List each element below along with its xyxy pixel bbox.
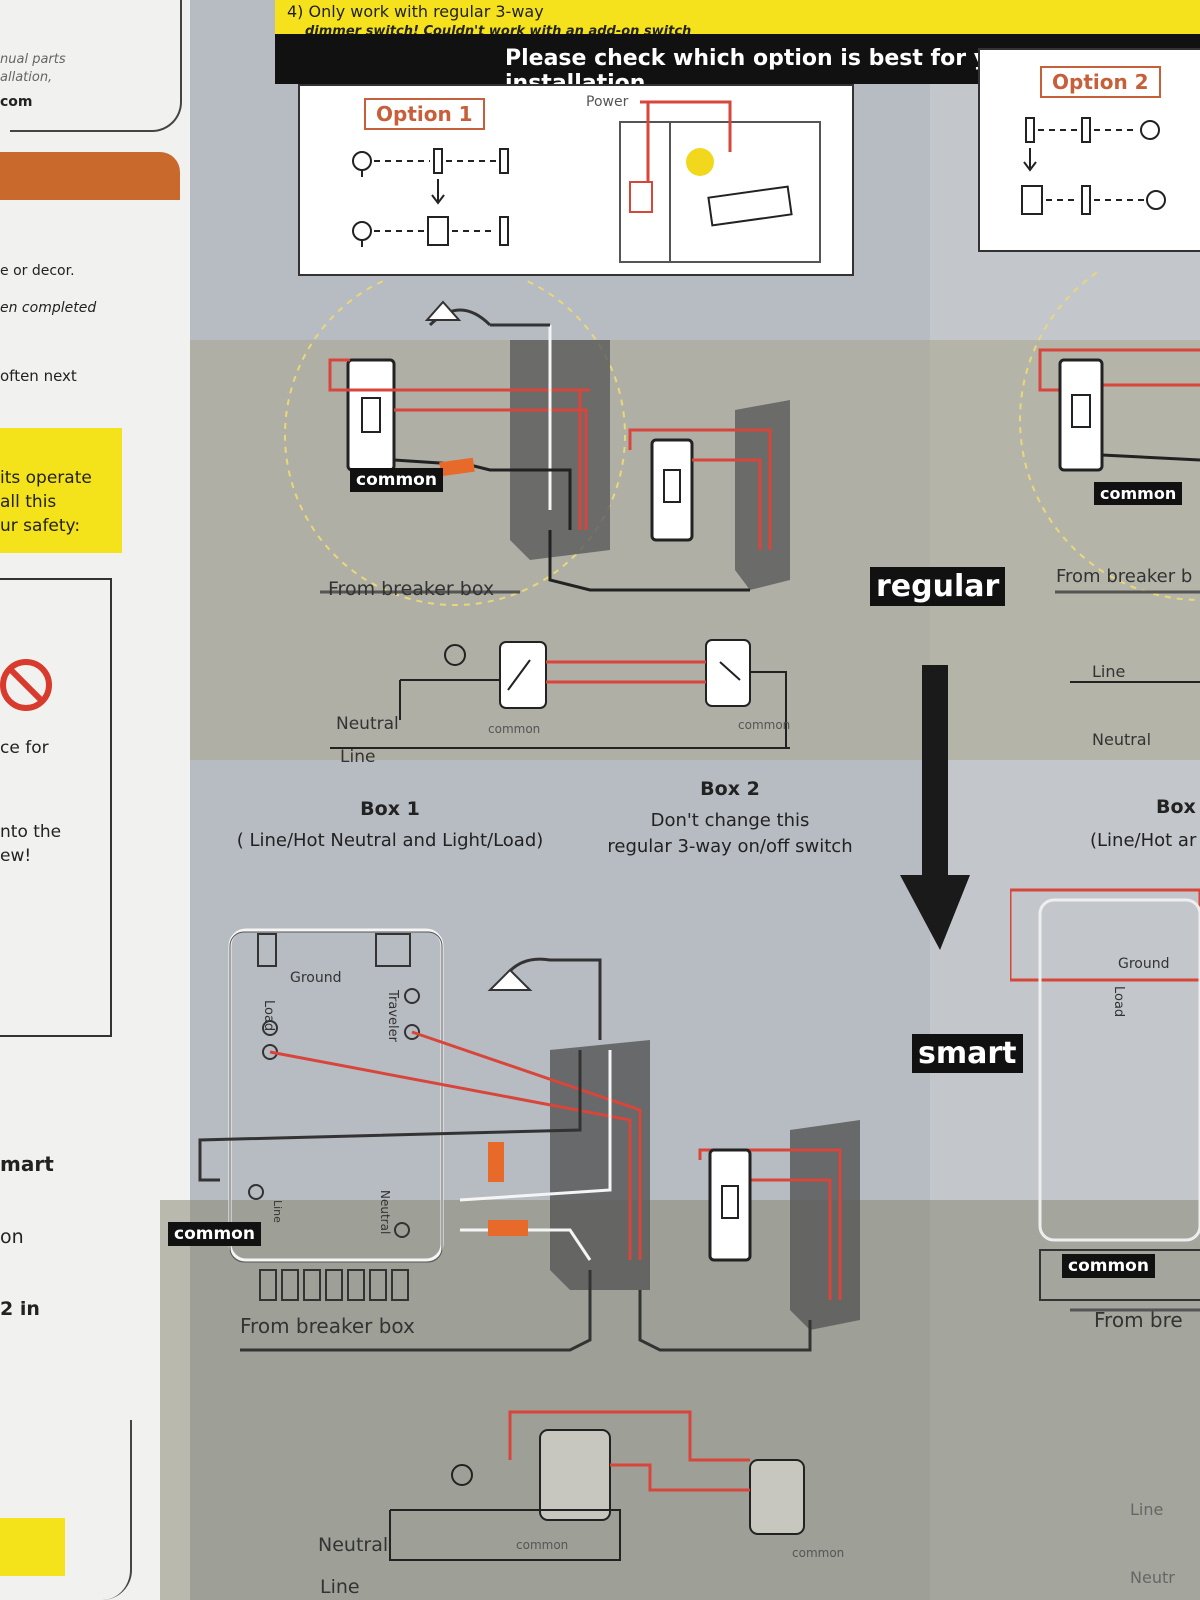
option1-card[interactable]: Option 1 Power [298, 84, 854, 276]
left-line: ur safety: [0, 516, 81, 536]
down-arrow-icon [900, 665, 970, 950]
smart-common-small: common [792, 1546, 845, 1560]
box1-title: Box 1 [360, 798, 420, 820]
note-text: 4) Only work with regular 3-way [287, 2, 544, 21]
smart-neutral-label: Neutral [318, 1534, 389, 1556]
option1-label: Option 1 [364, 98, 485, 130]
smart-breaker-label: From breaker box [240, 1314, 415, 1338]
right-breaker-label-bottom: From bre [1094, 1308, 1183, 1332]
option1-room-illustration [619, 100, 821, 263]
left-yellow-callout [0, 428, 122, 553]
shadow-band-bottom [160, 1200, 1200, 1600]
option2-label: Option 2 [1040, 66, 1161, 98]
left-line: e or decor. [0, 263, 75, 279]
common-label-small: common [488, 722, 541, 736]
smart-common-small: common [516, 1538, 569, 1552]
left-line: ew! [0, 846, 32, 866]
left-line: nual parts [0, 52, 66, 67]
line-label: Line [340, 747, 376, 767]
box2-title: Box 2 [700, 778, 760, 800]
right-line-label: Line [1092, 662, 1126, 681]
box2-subtitle-2: regular 3-way on/off switch [607, 836, 853, 857]
regular-wiring-diagram [284, 280, 790, 749]
smart-tag: smart [912, 1034, 1023, 1073]
left-line: all this [0, 492, 57, 512]
left-yellow-marker [0, 1518, 65, 1576]
left-line: often next [0, 367, 77, 385]
box2-subtitle-1: Don't change this [650, 810, 810, 831]
prohibited-icon [0, 659, 52, 711]
right-common-tag-bottom: common [1062, 1254, 1155, 1278]
left-line: nto the [0, 822, 62, 842]
smart-line-label: Line [320, 1576, 360, 1598]
right-load-label: Load [1111, 986, 1126, 1018]
left-card-bottom [0, 1420, 132, 1600]
left-line: its operate [0, 468, 92, 488]
right-box-subtitle: (Line/Hot ar [1090, 830, 1197, 851]
right-neutral-label: Neutral [1092, 730, 1152, 749]
left-orange-header [0, 152, 180, 200]
right-box-title: Box [1156, 796, 1196, 818]
left-line: mart [0, 1152, 54, 1176]
option1-schematic [352, 148, 509, 247]
ground-label: Ground [290, 970, 342, 986]
neutral-label: Neutral [336, 714, 399, 734]
right-breaker-label: From breaker b [1056, 566, 1193, 587]
load-label: Load [261, 1000, 276, 1032]
left-line: on [0, 1226, 24, 1248]
right-common-tag: common [1094, 482, 1183, 505]
smart-wiring-diagram [198, 928, 860, 1561]
left-line: ce for [0, 738, 49, 758]
left-line: allation, [0, 70, 53, 85]
left-line: com [0, 94, 33, 110]
right-wiring-diagram [1010, 270, 1200, 1312]
left-column: nual parts allation, com e or decor. en … [0, 0, 190, 1600]
option2-schematic [1021, 117, 1166, 215]
neutral-terminal-label: Neutral [378, 1190, 392, 1235]
left-card-top [10, 0, 182, 132]
left-warning-box [0, 578, 112, 1037]
common-label-small: common [738, 718, 791, 732]
box1-subtitle: ( Line/Hot Neutral and Light/Load) [236, 830, 544, 851]
common-tag: common [350, 468, 443, 492]
breaker-label: From breaker box [328, 578, 495, 600]
power-label: Power [586, 94, 629, 110]
left-instructions-panel [0, 0, 190, 1600]
regular-tag: regular [870, 567, 1006, 606]
left-line: en completed [0, 300, 97, 316]
left-line: 2 in [0, 1298, 40, 1320]
line-terminal-label: Line [271, 1200, 284, 1223]
right-line-bottom: Line [1130, 1500, 1164, 1519]
right-ground-label: Ground [1118, 956, 1170, 972]
traveler-label: Traveler [385, 990, 400, 1042]
smart-common-tag: common [168, 1222, 261, 1246]
right-neutral-bottom: Neutr [1130, 1568, 1175, 1587]
option2-card[interactable]: Option 2 [978, 48, 1200, 252]
